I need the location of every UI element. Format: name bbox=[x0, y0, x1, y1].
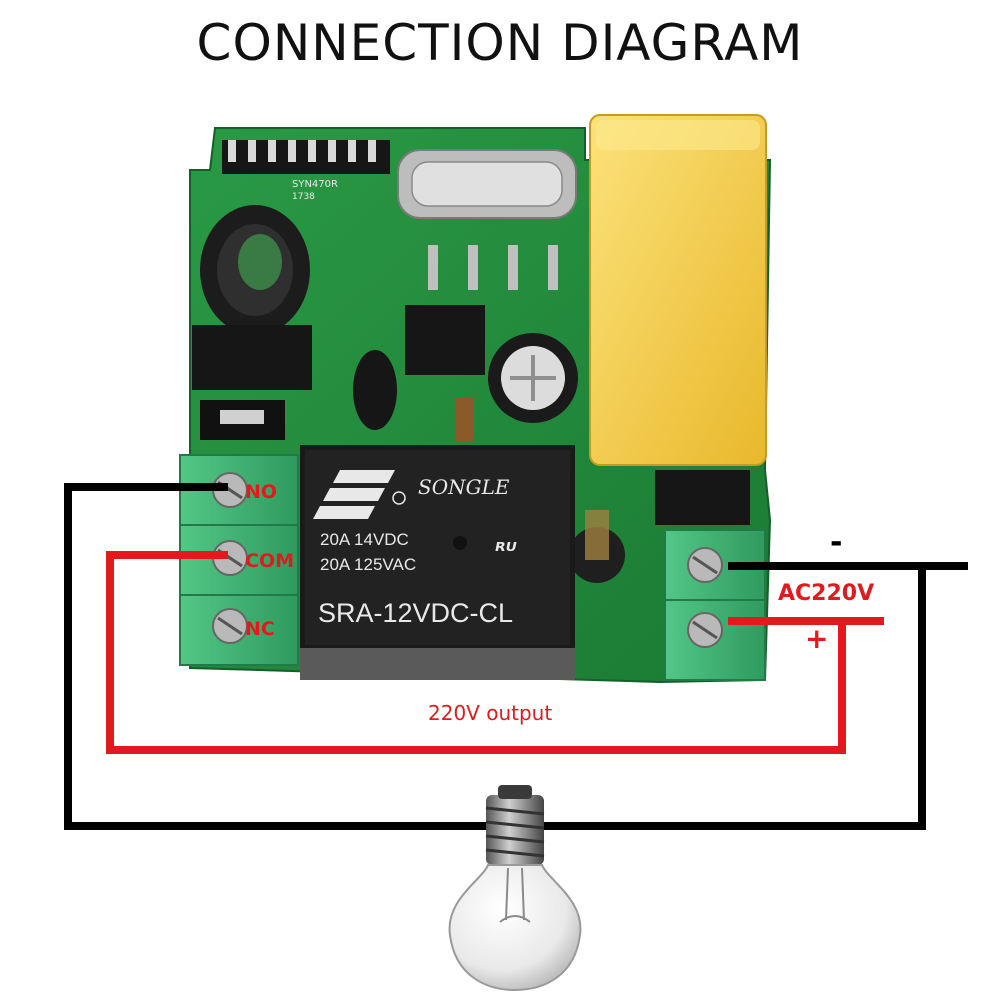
relay-model: SRA-12VDC-CL bbox=[318, 598, 513, 628]
ic-driver bbox=[405, 305, 485, 375]
ic-decoder bbox=[192, 325, 312, 390]
regulator-legs bbox=[428, 245, 558, 290]
jumper bbox=[200, 400, 285, 440]
chip-code-text: 1738 bbox=[292, 192, 315, 202]
crystal-oscillator bbox=[397, 149, 577, 219]
terminal-screw-minus[interactable] bbox=[687, 547, 723, 583]
relay-rating-ac: 20A 125VAC bbox=[320, 555, 416, 574]
terminal-screw-plus[interactable] bbox=[687, 612, 723, 648]
diagram-title: CONNECTION DIAGRAM bbox=[196, 14, 804, 72]
antenna-coil bbox=[200, 205, 310, 335]
relay-brand: SONGLE bbox=[418, 475, 510, 499]
diode bbox=[456, 398, 474, 442]
header-pins bbox=[228, 140, 376, 162]
yellow-x2-capacitor bbox=[589, 114, 767, 466]
terminal-label-com: COM bbox=[245, 550, 294, 572]
bridge-rectifier bbox=[655, 470, 750, 525]
ic-receiver-chip bbox=[222, 140, 390, 174]
chip-model-text: SYN470R bbox=[292, 179, 338, 190]
songle-logo bbox=[313, 470, 406, 519]
ul-mark-icon: ᴿᵁ bbox=[495, 539, 517, 564]
supply-plus-label: + bbox=[805, 622, 828, 655]
relay-vent-hole bbox=[453, 536, 467, 550]
terminal-label-no: NO bbox=[245, 481, 277, 503]
relay-module-board: SYN470R 1738 bbox=[179, 114, 772, 684]
small-capacitor bbox=[569, 510, 625, 583]
transistor bbox=[353, 350, 397, 430]
supply-minus-label: - bbox=[830, 525, 842, 560]
output-voltage-label: 220V output bbox=[428, 701, 552, 725]
electrolytic-capacitor bbox=[488, 333, 578, 423]
light-bulb-icon bbox=[448, 785, 582, 992]
relay: SONGLE 20A 14VDC 20A 125VAC ᴿᵁ SRA-12VDC… bbox=[300, 445, 575, 680]
terminal-screw-nc[interactable] bbox=[212, 608, 248, 644]
wire-red-live bbox=[106, 551, 846, 754]
output-terminal-block bbox=[179, 454, 299, 666]
relay-rating-dc: 20A 14VDC bbox=[320, 530, 409, 549]
supply-voltage-label: AC220V bbox=[778, 581, 874, 606]
terminal-label-nc: NC bbox=[245, 618, 275, 640]
power-terminal-block bbox=[664, 529, 766, 681]
